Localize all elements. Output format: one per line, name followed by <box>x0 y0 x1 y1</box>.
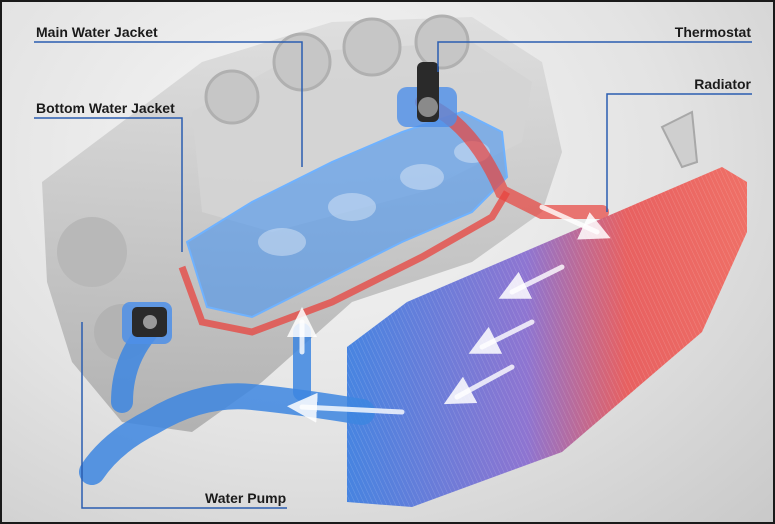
water-pump-shape <box>122 302 172 344</box>
label-radiator: Radiator <box>694 76 751 92</box>
label-thermostat: Thermostat <box>674 24 751 40</box>
leader-lines <box>34 41 752 509</box>
label-main-water-jacket: Main Water Jacket <box>36 24 158 40</box>
main-water-jacket-shape <box>185 110 509 319</box>
bottom-water-jacket-shape <box>178 190 511 336</box>
thermostat-shape <box>397 62 457 127</box>
label-water-pump: Water Pump <box>205 490 287 506</box>
flow-arrows <box>287 204 611 423</box>
label-bottom-water-jacket: Bottom Water Jacket <box>36 100 175 116</box>
radiator-shape <box>347 110 747 507</box>
